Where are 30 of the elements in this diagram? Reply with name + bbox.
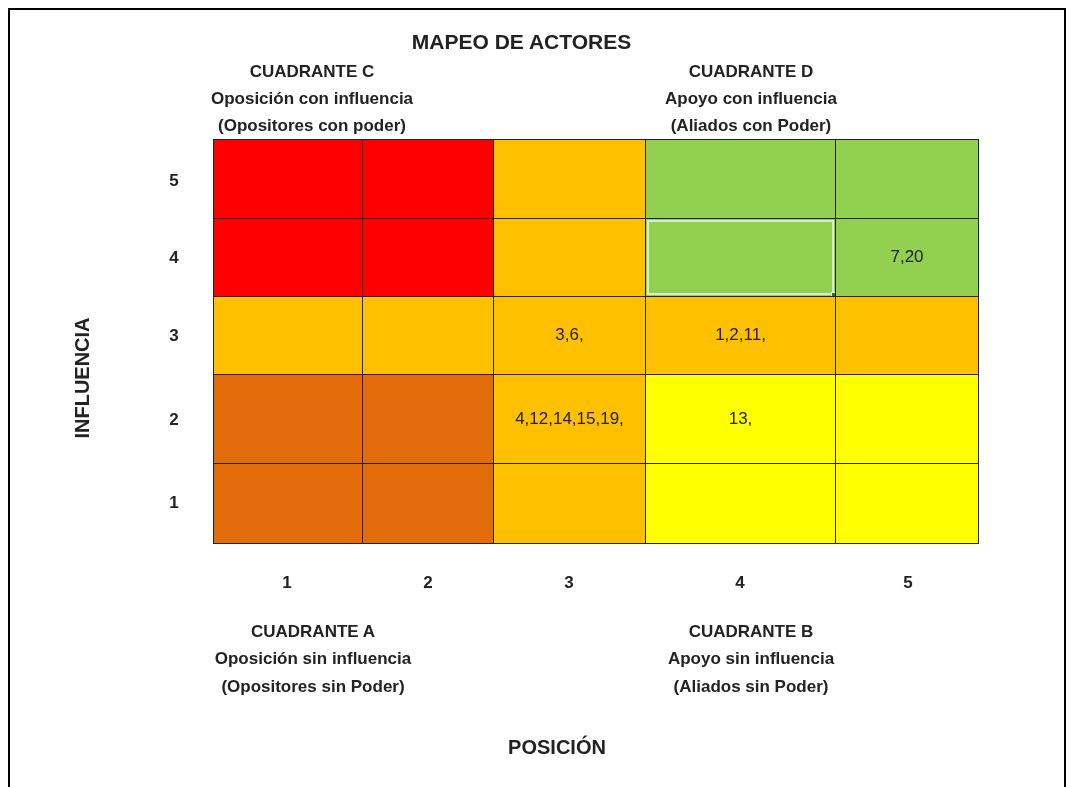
grid-cell: 13, [645,374,836,464]
quadrant-label: CUADRANTE B [688,622,814,642]
axis-tick-label: 5 [169,171,179,191]
axis-tick-label: 4 [735,573,745,593]
quadrant-label: (Aliados con Poder) [670,116,832,136]
quadrant-label: CUADRANTE A [251,622,375,642]
title: MAPEO DE ACTORES [410,30,633,54]
axis-tick-label: 4 [169,248,179,268]
grid-cell: 7,20 [835,218,979,297]
grid-cell: 1,2,11, [645,296,836,375]
axis-tick-label: 3 [169,326,179,346]
axis-tick-label: 5 [903,573,913,593]
quadrant-label: (Opositores sin Poder) [221,677,405,697]
quadrant-label: CUADRANTE C [249,62,375,82]
axis-title: POSICIÓN [508,735,606,759]
grid-cell: 4,12,14,15,19, [493,374,646,464]
axis-tick-label: 2 [169,410,179,430]
quadrant-label: (Opositores con poder) [218,116,406,136]
grid-cell: 3,6, [493,296,646,375]
axis-title: INFLUENCIA [70,317,94,439]
quadrant-label: Oposición con influencia [210,89,414,109]
axis-tick-label: 1 [169,493,179,513]
quadrant-label: Oposición sin influencia [214,649,412,669]
axis-tick-label: 1 [282,573,292,593]
quadrant-label: (Aliados sin Poder) [673,677,829,697]
axis-tick-label: 3 [564,573,574,593]
quadrant-label: Apoyo con influencia [665,89,837,109]
quadrant-label: CUADRANTE D [688,62,814,82]
quadrant-label: Apoyo sin influencia [667,649,835,669]
axis-tick-label: 2 [423,573,433,593]
